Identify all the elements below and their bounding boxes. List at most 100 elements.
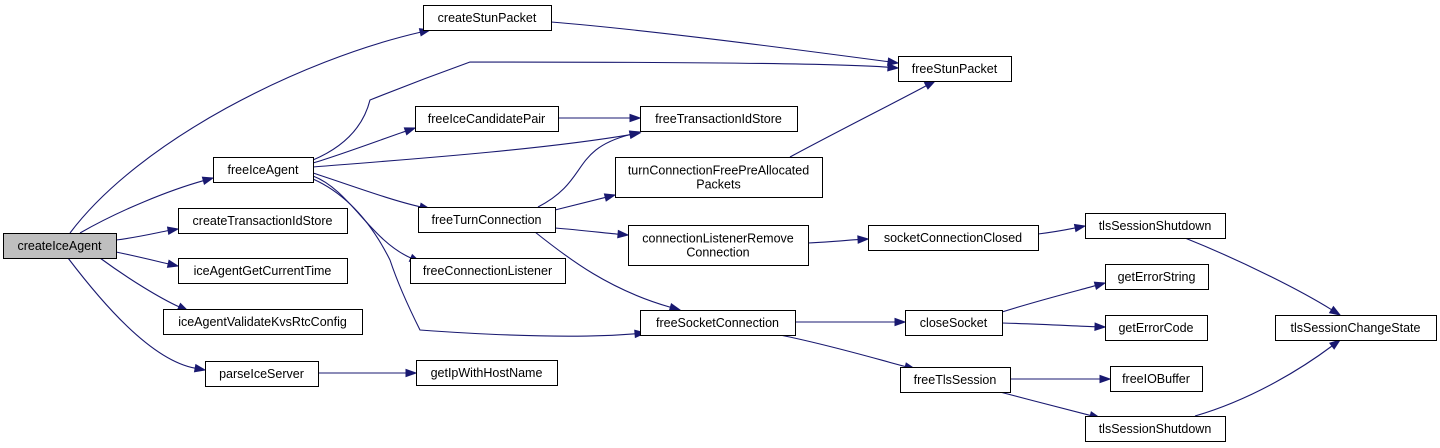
edge-arrowhead bbox=[603, 193, 617, 202]
edge-freeTlsSession-to-freeIOBuffer bbox=[1009, 374, 1112, 384]
edge-arrowhead bbox=[629, 113, 642, 123]
edge-arrowhead bbox=[887, 62, 900, 72]
edge-arrowhead bbox=[201, 176, 215, 185]
node-closeSocket[interactable]: closeSocket bbox=[905, 310, 1003, 336]
edge-arrowhead bbox=[923, 80, 937, 90]
node-iceAgentGetCurrentTime[interactable]: iceAgentGetCurrentTime bbox=[178, 258, 348, 284]
node-getErrorCode[interactable]: getErrorCode bbox=[1105, 315, 1208, 341]
node-tlsSessionShutdown1[interactable]: tlsSessionShutdown bbox=[1085, 213, 1226, 239]
edge-arrowhead bbox=[166, 226, 180, 235]
edge-arrowhead bbox=[1328, 305, 1342, 316]
node-label: turnConnectionFreePreAllocated bbox=[628, 164, 809, 178]
node-box bbox=[615, 157, 823, 198]
edge-freeIceAgent-to-freeTransactionIdStore bbox=[312, 130, 642, 168]
node-box bbox=[868, 225, 1039, 251]
node-freeSocketConnection[interactable]: freeSocketConnection bbox=[640, 310, 796, 336]
edge-line bbox=[807, 239, 859, 244]
node-label: freeSocketConnection bbox=[656, 316, 779, 330]
node-label: freeTlsSession bbox=[914, 373, 997, 387]
node-freeIceAgent[interactable]: freeIceAgent bbox=[213, 157, 314, 183]
edge-arrowhead bbox=[403, 127, 417, 136]
node-label: createTransactionIdStore bbox=[193, 214, 333, 228]
edge-arrowhead bbox=[1329, 339, 1342, 350]
node-label: closeSocket bbox=[920, 316, 988, 330]
node-box bbox=[178, 258, 348, 284]
edge-line bbox=[537, 133, 631, 208]
node-parseIceServer[interactable]: parseIceServer bbox=[205, 361, 319, 387]
node-label: Connection bbox=[686, 246, 749, 260]
node-box bbox=[423, 5, 552, 31]
node-label: createIceAgent bbox=[17, 239, 102, 253]
edge-createStunPacket-to-freeStunPacket bbox=[550, 21, 900, 66]
node-box bbox=[416, 360, 558, 386]
edge-createIceAgent-to-parseIceServer bbox=[67, 257, 207, 373]
node-box bbox=[418, 207, 556, 233]
edge-freeIceCandidatePair-to-freeTransactionIdStore bbox=[558, 113, 642, 123]
edge-arrowhead bbox=[193, 363, 207, 373]
edge-freeSocketConnection-to-freeTlsSession bbox=[779, 334, 917, 371]
node-label: iceAgentValidateKvsRtcConfig bbox=[178, 315, 347, 329]
node-freeStunPacket[interactable]: freeStunPacket bbox=[898, 56, 1012, 82]
node-tlsSessionShutdown2[interactable]: tlsSessionShutdown bbox=[1085, 416, 1226, 442]
nodes-layer: createIceAgent createStunPacket freeIceAge… bbox=[3, 5, 1437, 442]
node-createTransactionIdStore[interactable]: createTransactionIdStore bbox=[178, 208, 348, 234]
edge-freeIceAgent-to-freeTurnConnection bbox=[312, 172, 432, 211]
edge-freeTurnConnection-to-freeSocketConnection bbox=[534, 231, 682, 312]
node-box bbox=[640, 106, 798, 132]
node-getErrorString[interactable]: getErrorString bbox=[1105, 264, 1209, 290]
edges-layer bbox=[67, 21, 1342, 420]
node-freeIOBuffer[interactable]: freeIOBuffer bbox=[1110, 366, 1203, 392]
node-createStunPacket[interactable]: createStunPacket bbox=[423, 5, 552, 31]
node-tlsSessionChangeState[interactable]: tlsSessionChangeState bbox=[1275, 315, 1437, 341]
node-box bbox=[1085, 416, 1226, 442]
node-label: freeStunPacket bbox=[912, 62, 998, 76]
edge-line bbox=[69, 31, 421, 234]
node-box bbox=[1105, 315, 1208, 341]
node-box bbox=[415, 106, 559, 132]
edge-tlsSessionShutdown1-to-tlsSessionChangeState bbox=[1184, 237, 1342, 316]
edge-line bbox=[115, 230, 169, 241]
edge-line bbox=[67, 257, 196, 369]
node-label: parseIceServer bbox=[219, 367, 304, 381]
node-socketConnectionClosed[interactable]: socketConnectionClosed bbox=[868, 225, 1039, 251]
node-label: freeIceCandidatePair bbox=[428, 112, 545, 126]
node-freeConnectionListener[interactable]: freeConnectionListener bbox=[410, 258, 566, 284]
node-label: createStunPacket bbox=[438, 11, 537, 25]
node-box bbox=[3, 233, 117, 259]
node-freeTlsSession[interactable]: freeTlsSession bbox=[900, 367, 1011, 393]
node-box bbox=[1275, 315, 1437, 341]
node-box bbox=[905, 310, 1003, 336]
edge-arrowhead bbox=[1073, 223, 1087, 233]
node-freeTransactionIdStore[interactable]: freeTransactionIdStore bbox=[640, 106, 798, 132]
edge-createIceAgent-to-createTransactionIdStore bbox=[115, 226, 180, 241]
edge-line bbox=[779, 334, 906, 368]
node-getIpWithHostName[interactable]: getIpWithHostName bbox=[416, 360, 558, 386]
node-iceAgentValidateKvsRtcConfig[interactable]: iceAgentValidateKvsRtcConfig bbox=[163, 309, 363, 335]
node-box bbox=[213, 157, 314, 183]
edge-line bbox=[1001, 285, 1096, 313]
edge-line bbox=[999, 391, 1091, 416]
node-createIceAgent[interactable]: createIceAgent bbox=[3, 233, 117, 259]
node-label: socketConnectionClosed bbox=[884, 231, 1022, 245]
node-freeTurnConnection[interactable]: freeTurnConnection bbox=[418, 207, 556, 233]
edge-connectionListenerRemoveConnection-to-socketConnectionClosed bbox=[807, 235, 870, 244]
node-label: freeConnectionListener bbox=[423, 264, 552, 278]
node-label: getIpWithHostName bbox=[431, 366, 543, 380]
edge-freeSocketConnection-to-closeSocket bbox=[795, 317, 907, 327]
node-label: getErrorString bbox=[1118, 270, 1196, 284]
edge-turnConnectionFreePreAllocatedPackets-to-freeStunPacket bbox=[789, 80, 937, 158]
edge-line bbox=[312, 130, 406, 164]
edge-line bbox=[550, 21, 889, 63]
edge-arrowhead bbox=[1094, 322, 1107, 331]
edge-line bbox=[554, 227, 619, 235]
node-label: connectionListenerRemove bbox=[642, 232, 794, 246]
node-freeIceCandidatePair[interactable]: freeIceCandidatePair bbox=[415, 106, 559, 132]
edge-closeSocket-to-getErrorCode bbox=[1001, 322, 1107, 331]
node-label: freeIOBuffer bbox=[1122, 372, 1190, 386]
edge-arrowhead bbox=[668, 302, 682, 312]
edge-createIceAgent-to-iceAgentGetCurrentTime bbox=[115, 251, 180, 268]
edge-arrowhead bbox=[405, 368, 418, 378]
edge-arrowhead bbox=[857, 235, 870, 244]
